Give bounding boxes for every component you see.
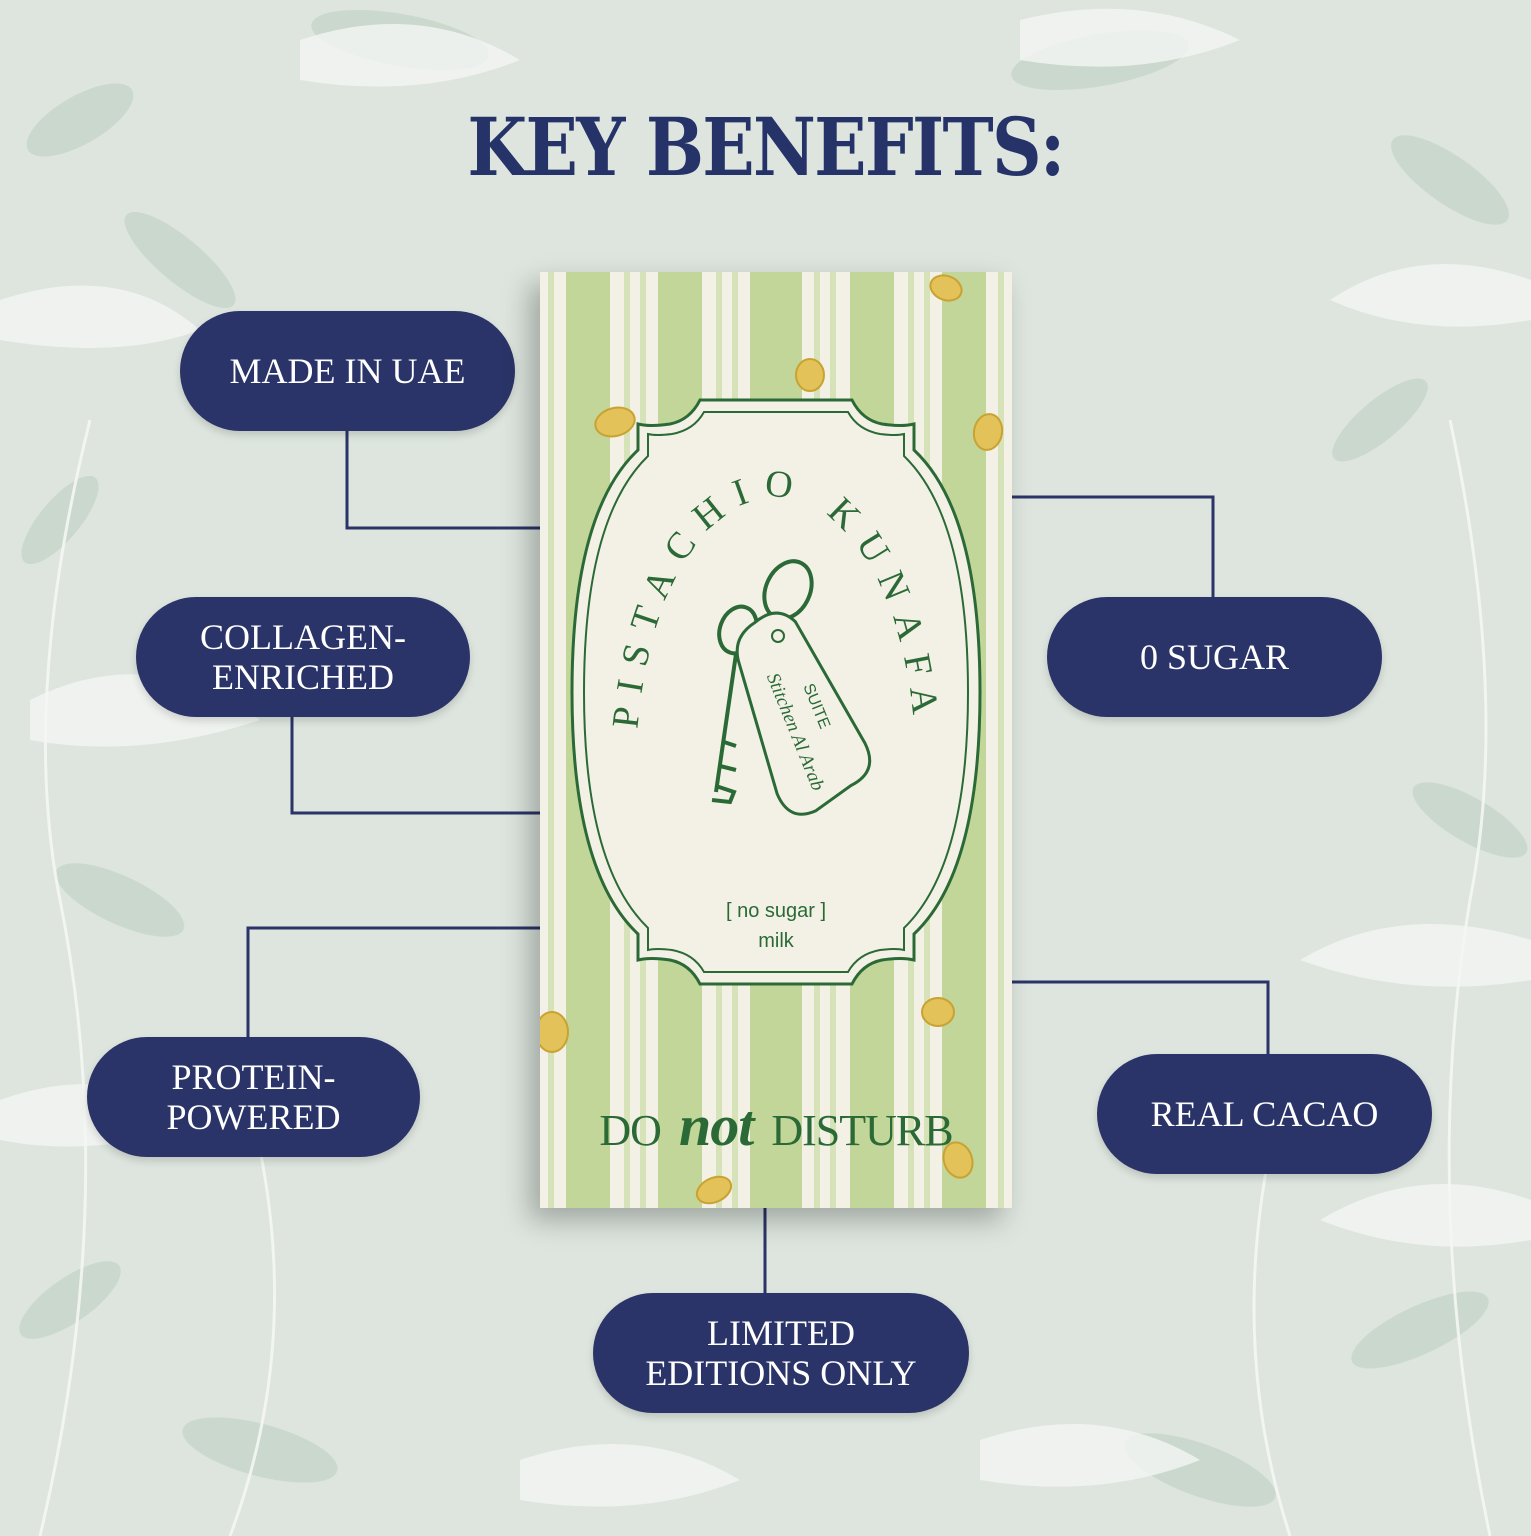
benefit-made-in-uae: MADE IN UAE xyxy=(180,311,515,431)
page-title: KEY BENEFITS: xyxy=(467,100,1065,194)
benefit-protein-powered: PROTEIN- POWERED xyxy=(87,1037,420,1157)
benefit-collagen-enriched: COLLAGEN- ENRICHED xyxy=(136,597,470,717)
package-slogan: DO not DISTURB xyxy=(599,1093,953,1158)
chocolate-bar-package: PISTACHIO KUNAFA SUITE Stitchen Al Arab xyxy=(540,272,1012,1208)
package-variant: [ no sugar ] xyxy=(725,900,827,922)
benefit-real-cacao: REAL CACAO xyxy=(1097,1054,1432,1174)
benefit-zero-sugar: 0 SUGAR xyxy=(1047,597,1382,717)
pistachio-decorations xyxy=(540,274,1004,1205)
package-type: milk xyxy=(758,930,794,952)
key-tag: SUITE Stitchen Al Arab xyxy=(735,611,872,816)
package-artwork: PISTACHIO KUNAFA SUITE Stitchen Al Arab xyxy=(540,272,1012,1208)
benefit-limited-editions: LIMITED EDITIONS ONLY xyxy=(593,1293,969,1413)
